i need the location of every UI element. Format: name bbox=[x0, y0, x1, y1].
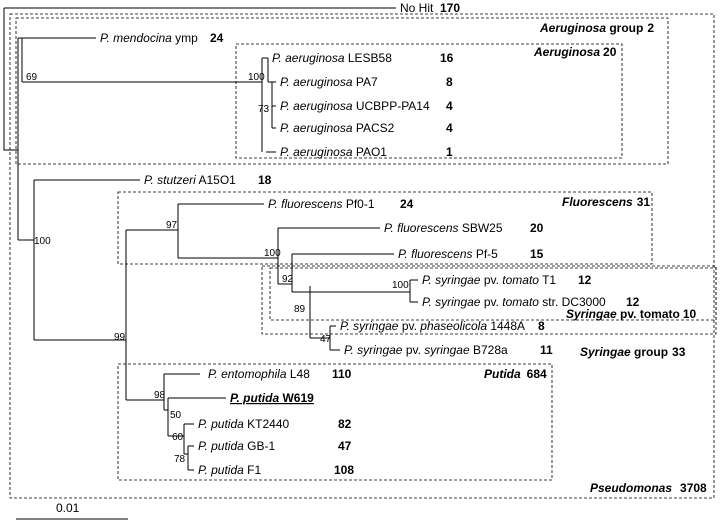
bootstrap-78: 78 bbox=[174, 454, 186, 465]
taxon-count-t1: 12 bbox=[578, 273, 592, 287]
taxon-label-kt2440: P. putida KT2440 bbox=[198, 417, 290, 431]
taxon-count-lesb58: 16 bbox=[440, 51, 454, 65]
taxon-label-f1: P. putida F1 bbox=[198, 463, 261, 477]
taxon-label-mendocina: P. mendocina ymp bbox=[100, 31, 198, 45]
taxon-label-pacs2: P. aeruginosa PACS2 bbox=[280, 121, 395, 135]
taxon-count-f1: 108 bbox=[334, 463, 354, 477]
bootstrap-69: 69 bbox=[26, 72, 38, 83]
taxon-count-pa7: 8 bbox=[446, 75, 453, 89]
taxon-label-lesb58: P. aeruginosa LESB58 bbox=[272, 51, 392, 65]
taxon-count-stutzeri: 18 bbox=[258, 173, 272, 187]
taxon-count-pf5: 15 bbox=[530, 247, 544, 261]
box-putida bbox=[117, 363, 553, 481]
box-fluorescens bbox=[117, 191, 653, 265]
taxon-label-t1: P. syringae pv. tomato T1 bbox=[422, 273, 556, 287]
box-aeruginosa bbox=[235, 43, 623, 159]
bootstrap-47: 47 bbox=[320, 334, 332, 345]
taxon-label-1448a: P. syringae pv. phaseolicola 1448A bbox=[340, 319, 525, 333]
taxon-label-l48: P. entomophila L48 bbox=[208, 367, 310, 381]
taxon-count-pao1: 1 bbox=[446, 145, 453, 159]
taxon-label-ucbpp: P. aeruginosa UCBPP-PA14 bbox=[280, 99, 430, 113]
taxon-count-b728a: 11 bbox=[540, 343, 553, 357]
taxon-count-kt2440: 82 bbox=[338, 417, 352, 431]
taxon-label-pao1: P. aeruginosa PAO1 bbox=[280, 145, 387, 159]
box-aeruginosa-group bbox=[15, 17, 669, 165]
taxon-label-b728a: P. syringae pv. syringae B728a bbox=[344, 343, 508, 357]
box-pseudomonas bbox=[9, 13, 715, 499]
taxon-count-l48: 110 bbox=[332, 367, 352, 381]
bootstrap-50: 50 bbox=[170, 410, 182, 421]
taxon-label-sbw25: P. fluorescens SBW25 bbox=[384, 221, 503, 235]
bootstrap-values: 69 100 100 73 97 100 92 100 89 47 99 98 … bbox=[26, 72, 409, 465]
taxon-count-pf01: 24 bbox=[400, 197, 414, 211]
taxon-count-mendocina: 24 bbox=[210, 31, 224, 45]
taxon-label-dc3000: P. syringae pv. tomato str. DC3000 bbox=[422, 295, 606, 309]
scale-bar: 0.01 bbox=[16, 501, 128, 520]
bootstrap-73: 73 bbox=[258, 104, 270, 115]
bootstrap-60: 60 bbox=[172, 432, 184, 443]
taxon-label-stutzeri: P. stutzeri A15O1 bbox=[144, 173, 236, 187]
bootstrap-98: 98 bbox=[154, 390, 166, 401]
bootstrap-97: 97 bbox=[166, 220, 178, 231]
taxon-count-1448a: 8 bbox=[538, 319, 545, 333]
bootstrap-100-aeruginosa: 100 bbox=[248, 72, 265, 83]
box-syringae-tomato bbox=[269, 267, 717, 321]
taxon-label-pf01: P. fluorescens Pf0-1 bbox=[268, 197, 375, 211]
taxon-count-pacs2: 4 bbox=[446, 121, 453, 135]
taxon-count-nohit: 170 bbox=[440, 1, 460, 15]
taxon-label-pa7: P. aeruginosa PA7 bbox=[280, 75, 378, 89]
taxon-label-pf5: P. fluorescens Pf-5 bbox=[398, 247, 498, 261]
bootstrap-100-fluorescens: 100 bbox=[264, 248, 281, 259]
taxon-label-gb1: P. putida GB-1 bbox=[198, 439, 275, 453]
branch-root bbox=[3, 8, 10, 151]
bootstrap-89: 89 bbox=[294, 304, 306, 315]
bootstrap-99: 99 bbox=[114, 332, 126, 343]
taxon-label-nohit: No Hit bbox=[400, 1, 434, 15]
taxon-label-w619: P. putida W619 bbox=[230, 391, 314, 405]
bootstrap-100-tomato: 100 bbox=[392, 280, 409, 291]
taxon-count-sbw25: 20 bbox=[530, 221, 544, 235]
taxon-count-gb1: 47 bbox=[338, 439, 352, 453]
bootstrap-100-main: 100 bbox=[34, 236, 51, 247]
scale-bar-label: 0.01 bbox=[56, 501, 80, 515]
taxon-labels: No Hit 170 P. mendocina ymp 24 P. aerugi… bbox=[100, 1, 640, 477]
tree-branches bbox=[3, 7, 418, 471]
taxon-count-dc3000: 12 bbox=[626, 295, 640, 309]
taxon-count-ucbpp: 4 bbox=[446, 99, 453, 113]
bootstrap-92: 92 bbox=[282, 274, 294, 285]
